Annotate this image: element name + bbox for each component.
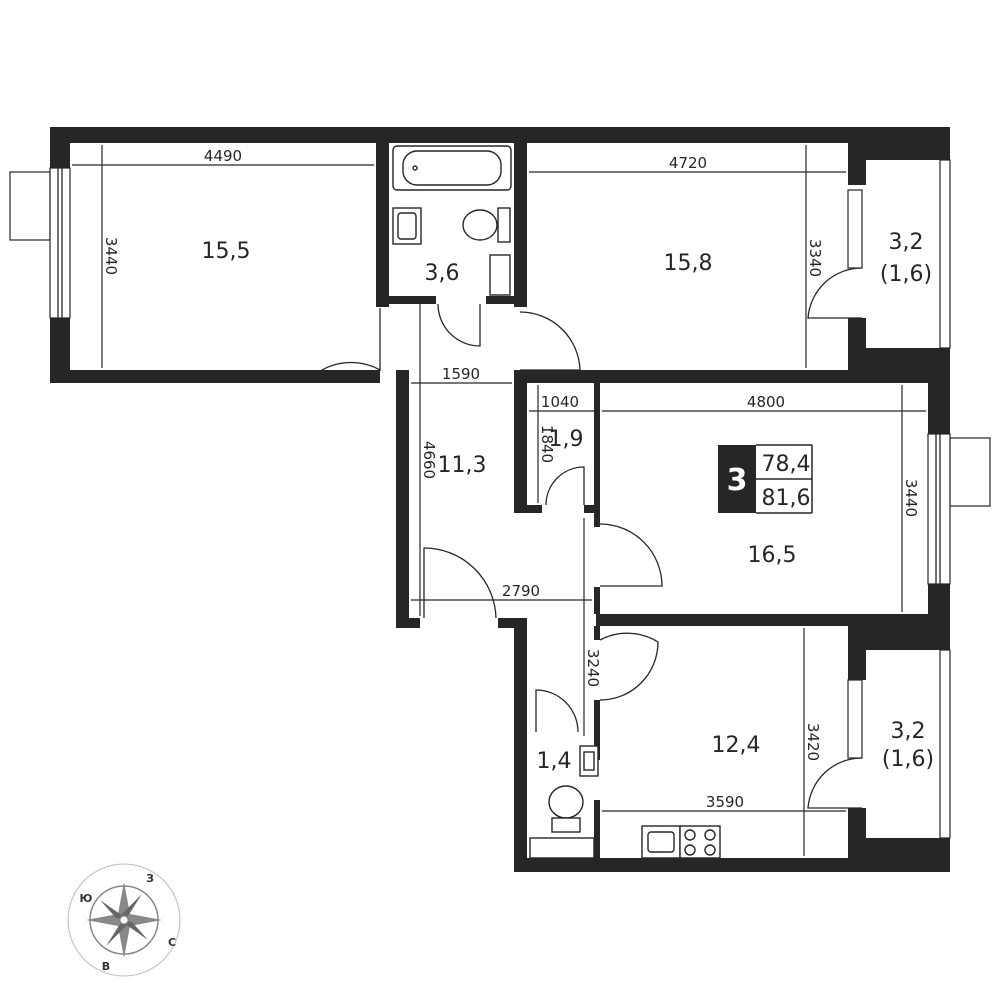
- compass: З С В Ю: [67, 863, 181, 977]
- dim-3340: 3340: [806, 239, 824, 277]
- area-balcony-bottom-sub: (1,6): [882, 747, 934, 772]
- room-areas: 15,5 3,6 15,8 3,2 (1,6) 11,3 1,9 16,5 1,…: [202, 230, 935, 774]
- dim-3440-left: 3440: [102, 237, 120, 275]
- badge-rooms-count: 3: [727, 463, 748, 498]
- dim-3240: 3240: [584, 649, 602, 687]
- area-hallway: 11,3: [438, 453, 487, 478]
- badge-living-area: 78,4: [762, 452, 811, 477]
- area-bedroom-left: 15,5: [202, 239, 251, 264]
- area-balcony-bottom: 3,2: [891, 719, 926, 744]
- dimension-labels: 4490 3440 4720 3340 1590 4660 1040 1840 …: [102, 147, 920, 811]
- dim-4800: 4800: [747, 393, 785, 411]
- area-closet: 1,9: [549, 427, 584, 452]
- compass-north-label: З: [146, 872, 154, 885]
- dim-2790: 2790: [502, 582, 540, 600]
- area-bathroom: 3,6: [425, 261, 460, 286]
- dim-1590: 1590: [442, 365, 480, 383]
- dim-1040: 1040: [541, 393, 579, 411]
- dim-3440-right: 3440: [902, 479, 920, 517]
- dimension-lines: [72, 145, 926, 856]
- compass-rose-icon: [86, 882, 162, 958]
- compass-west-label: Ю: [80, 892, 93, 905]
- dim-4720: 4720: [669, 154, 707, 172]
- badge-total-area: 81,6: [762, 486, 811, 511]
- area-living-room: 16,5: [748, 543, 797, 568]
- compass-south-label: В: [102, 960, 110, 973]
- dim-3420: 3420: [804, 723, 822, 761]
- dim-3590: 3590: [706, 793, 744, 811]
- dim-1840: 1840: [538, 425, 556, 463]
- area-kitchen: 12,4: [712, 733, 761, 758]
- area-balcony-top-sub: (1,6): [880, 262, 932, 287]
- walls: [50, 127, 950, 872]
- apartment-badge: 3 78,4 81,6: [718, 444, 813, 514]
- doors: [321, 267, 863, 809]
- area-balcony-top: 3,2: [889, 230, 924, 255]
- fixtures: [392, 145, 721, 859]
- compass-east-label: С: [168, 936, 176, 949]
- area-bedroom-top-right: 15,8: [664, 251, 713, 276]
- area-toilet: 1,4: [537, 749, 572, 774]
- windows: [9, 159, 991, 839]
- dim-4490: 4490: [204, 147, 242, 165]
- dim-4660: 4660: [420, 441, 438, 479]
